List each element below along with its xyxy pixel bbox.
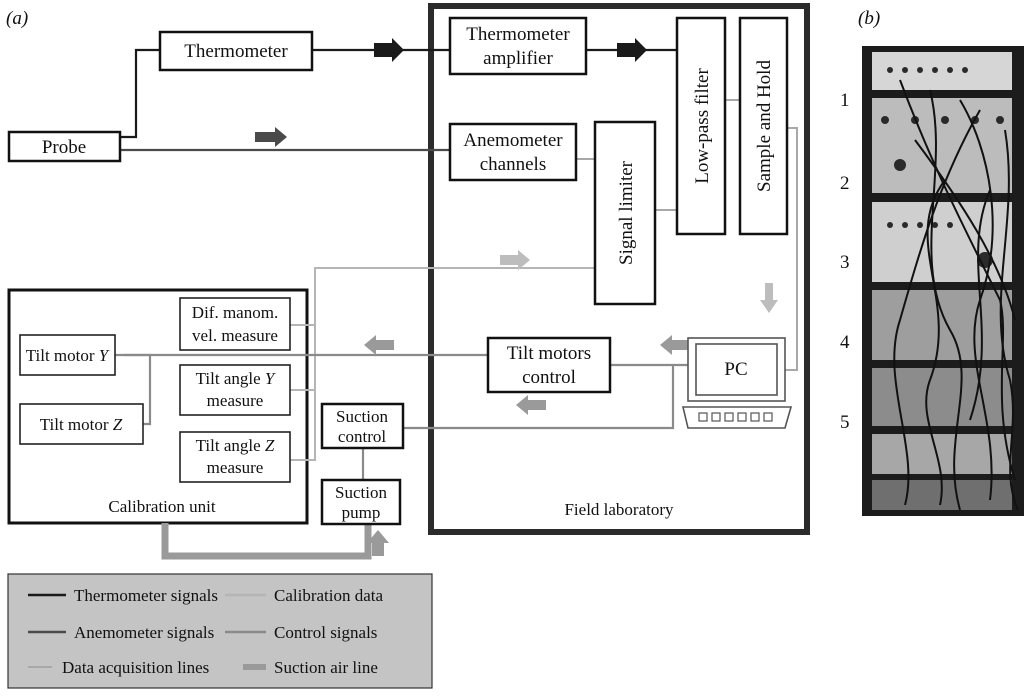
pc-to-suction-control-line	[403, 365, 675, 430]
difmanom-block: Dif. manom. vel. measure	[179, 297, 291, 351]
equipment-rack-photo	[862, 46, 1024, 516]
field-laboratory-title: Field laboratory	[564, 500, 674, 519]
suction-control-box	[320, 402, 405, 450]
tilt-motors-control-block: Tilt motors control	[486, 336, 612, 394]
difmanom-label-2: vel. measure	[192, 326, 278, 345]
tilt-motor-z-box	[19, 403, 144, 445]
tilt-angle-z-label-1: Tilt angle Z	[196, 436, 275, 455]
sample-hold-box	[738, 16, 789, 236]
anemometer-label-2: channels	[480, 154, 546, 175]
rack-panel-1	[872, 52, 1012, 90]
calibration-unit-title: Calibration unit	[108, 497, 215, 516]
probe-box	[7, 130, 122, 163]
sample-hold-label: Sample and Hold	[754, 60, 775, 192]
tilt-motor-y-block: Tilt motor Y	[19, 334, 116, 376]
tilt-angle-y-label-2: measure	[207, 391, 264, 410]
rack-number-3: 3	[840, 252, 850, 273]
tilt-control-label-1: Tilt motors	[507, 343, 591, 364]
legend-box	[7, 573, 433, 689]
signal-limiter-block: Signal limiter	[593, 120, 657, 306]
suction-pump-label-2: pump	[342, 503, 381, 522]
anemometer-channels-block: Anemometer channels	[448, 122, 578, 182]
thermometer-amplifier-label-1: Thermometer	[466, 24, 570, 45]
arrow-control-suction	[516, 395, 546, 415]
arrow-control-tilt	[364, 335, 394, 355]
lowpass-filter-label: Low-pass filter	[692, 68, 713, 184]
suction-pump-block: Suction pump	[320, 478, 402, 526]
tilt-motors-control-box	[486, 336, 612, 394]
rack-panel-3	[872, 202, 1012, 282]
calibration-unit-frame	[7, 288, 309, 525]
pc-keys	[698, 412, 773, 422]
tilt-control-to-motorZ-line	[124, 353, 152, 426]
signal-limiter-box	[593, 120, 657, 306]
arrow-calibration-data	[500, 250, 530, 270]
anemometer-channels-box	[448, 122, 578, 182]
rack-panel-4	[872, 290, 1012, 360]
arrow-anemometer	[255, 127, 287, 147]
suction-control-block: Suction control	[320, 402, 405, 450]
suction-pump-label-1: Suction	[335, 483, 387, 502]
thermometer-block: Thermometer	[158, 30, 314, 72]
legend-data-acquisition-lines: Data acquisition lines	[62, 658, 209, 677]
tilt-angle-z-label-2: measure	[207, 458, 264, 477]
tilt-angle-y-label-1: Tilt angle Y	[196, 369, 276, 388]
rack-number-4: 4	[840, 332, 850, 353]
pc-keyboard	[681, 406, 793, 429]
rack-panel-5	[872, 368, 1012, 426]
calibration-data-main-line	[290, 267, 595, 461]
legend-control-signals: Control signals	[274, 623, 377, 642]
arrow-acquisition-down	[760, 283, 778, 313]
flow-arrows	[255, 38, 778, 556]
legend-anemometer-signals: Anemometer signals	[74, 623, 214, 642]
legend-suction-air-line: Suction air line	[274, 658, 378, 677]
tilt-angle-z-box	[179, 431, 291, 483]
signal-limiter-label: Signal limiter	[616, 160, 637, 265]
tilt-motor-z-label: Tilt motor Z	[40, 415, 123, 434]
arrow-control-pc	[660, 335, 690, 355]
tilt-angle-z-block: Tilt angle Z measure	[179, 431, 291, 483]
panel-b-label: (b)	[858, 8, 880, 29]
tilt-control-label-2: control	[522, 367, 576, 388]
lowpass-filter-box	[675, 16, 727, 236]
arrow-suction-air	[367, 530, 389, 556]
anemometer-label-1: Anemometer	[463, 130, 563, 151]
arrow-thermometer-2	[617, 38, 647, 62]
thermometer-box	[158, 30, 314, 72]
legend-thermometer-signals: Thermometer signals	[74, 586, 218, 605]
pc-screen	[695, 343, 778, 396]
suction-pump-box	[320, 478, 402, 526]
probe-block: Probe	[7, 130, 122, 163]
samplehold-to-pc-line	[785, 127, 798, 371]
thermometer-label: Thermometer	[184, 41, 288, 62]
sample-hold-block: Sample and Hold	[738, 16, 789, 236]
thermometer-amplifier-box	[448, 16, 588, 76]
rack-number-5: 5	[840, 412, 850, 433]
panel-a-label: (a)	[6, 8, 28, 29]
pc-block: PC	[681, 337, 793, 429]
tilt-motor-y-box	[19, 334, 116, 376]
tilt-angle-y-box	[179, 364, 291, 416]
pc-label: PC	[724, 359, 747, 380]
thermometer-amplifier-block: Thermometer amplifier	[448, 16, 588, 76]
probe-to-thermometer-line	[120, 48, 160, 139]
rack-cables	[893, 79, 1019, 511]
lowpass-filter-block: Low-pass filter	[675, 16, 727, 236]
suction-control-label-1: Suction	[336, 407, 388, 426]
thermometer-amplifier-label-2: amplifier	[483, 48, 553, 69]
rack-number-2: 2	[840, 173, 850, 194]
difmanom-label-1: Dif. manom.	[192, 303, 278, 322]
suction-control-label-2: control	[338, 427, 386, 446]
probe-label: Probe	[42, 137, 86, 158]
rack-number-1: 1	[840, 90, 850, 111]
tilt-motor-z-block: Tilt motor Z	[19, 403, 144, 445]
difmanom-box	[179, 297, 291, 351]
legend-calibration-data: Calibration data	[274, 586, 384, 605]
tilt-motor-y-label: Tilt motor Y	[26, 346, 110, 365]
arrow-thermometer-1	[374, 38, 404, 62]
legend: Thermometer signals Calibration data Ane…	[7, 573, 433, 689]
tilt-angle-y-block: Tilt angle Y measure	[179, 364, 291, 416]
suction-air-line	[161, 523, 372, 560]
